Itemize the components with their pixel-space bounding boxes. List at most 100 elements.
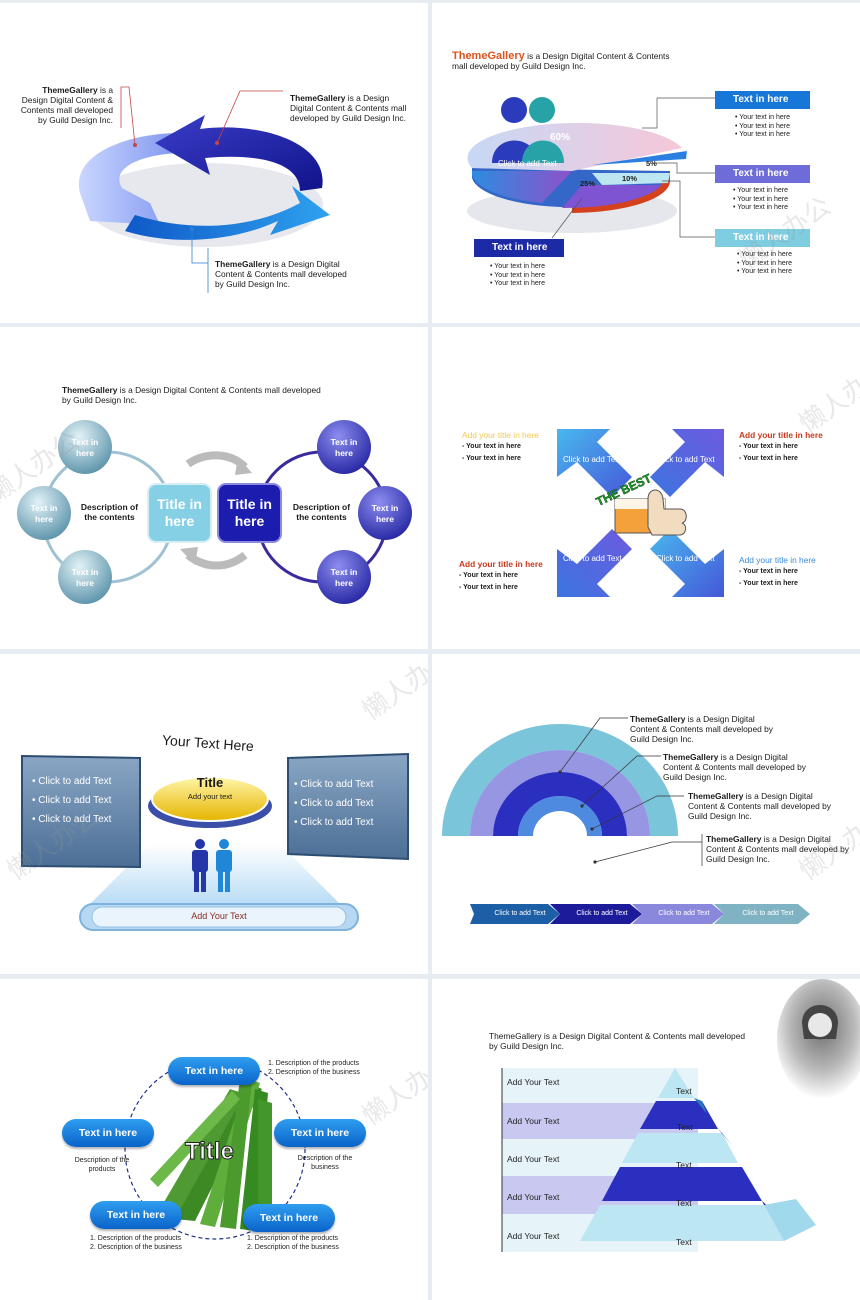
pyramid-label[interactable]: Add Your Text — [507, 1231, 560, 1241]
slide-pie-chart: ThemeGallery is a Design Digital Content… — [432, 3, 860, 323]
pyramid-text[interactable]: Text — [676, 1160, 692, 1170]
list-item: • Your text in here — [735, 131, 790, 139]
callout-text: Content & Contents mall developed by — [630, 724, 773, 734]
pyramid-label[interactable]: Add Your Text — [507, 1192, 560, 1202]
pill-bottom-right[interactable]: Text in here — [243, 1204, 335, 1232]
circle-line: Text in — [30, 503, 58, 513]
circle-line: Text in — [71, 437, 99, 447]
circle-line: Text in — [330, 567, 358, 577]
box-title[interactable]: Text in here — [733, 232, 789, 243]
pie-center-label[interactable]: Click to add Text — [498, 159, 557, 168]
callout-brand: ThemeGallery — [663, 752, 719, 762]
pie-label-60: 60% — [550, 132, 571, 143]
intro-text: by Guild Design Inc. — [489, 1041, 564, 1051]
pill-top[interactable]: Text in here — [168, 1057, 260, 1085]
bottom-text[interactable]: Add Your Text — [191, 911, 247, 921]
pie-chart-graphic — [467, 91, 810, 257]
pyramid-label[interactable]: Add Your Text — [507, 1116, 560, 1126]
list-item: • Your text in here — [490, 263, 545, 270]
stage-subtitle[interactable]: Add your text — [187, 792, 233, 801]
bullet-item[interactable]: • Click to add Text — [294, 798, 374, 809]
desc-line: 1. Description of the products — [90, 1235, 182, 1242]
block-title[interactable]: Add your title in here — [462, 430, 539, 440]
callout-text: is a Design — [345, 93, 390, 103]
desc-line: products — [88, 1166, 116, 1173]
panel-right-bullets: • Click to add Text • Click to add Text • … — [294, 775, 373, 832]
bullet-item[interactable]: • Click to add Text — [32, 776, 112, 787]
pyramid-text[interactable]: Text — [677, 1122, 693, 1132]
arrow-label[interactable]: Click to add Text — [576, 910, 628, 917]
pill-right[interactable]: Text in here — [274, 1119, 366, 1147]
box-title[interactable]: Text in here — [492, 242, 548, 253]
arrow-label[interactable]: Click to add Text — [742, 910, 794, 917]
circle-line: here — [376, 514, 394, 524]
pyramid-label[interactable]: Add Your Text — [507, 1154, 560, 1164]
block-title[interactable]: Add your title in here — [739, 555, 816, 565]
callout-text: Content & Contents mall developed by — [663, 762, 806, 772]
list-item: • Your text in here — [737, 259, 792, 267]
block-title[interactable]: Add your title in here — [459, 559, 543, 569]
slide-best-arrows: THE BEST Click to add Text Click to add … — [432, 327, 860, 649]
pyramid-text[interactable]: Text — [676, 1198, 692, 1208]
box-list-2: • Your text in here• Your text in here• … — [733, 187, 788, 213]
desc-line: Description of the — [74, 1157, 130, 1164]
hub-title[interactable]: Title — [185, 1138, 235, 1165]
desc-line: the contents — [84, 512, 135, 522]
desc-line: 1. Description of the products — [247, 1235, 339, 1242]
pill-left[interactable]: Text in here — [62, 1119, 154, 1147]
arrow-label[interactable]: Click to add Text — [563, 554, 622, 563]
block-title[interactable]: Add your title in here — [739, 430, 823, 440]
pyramid-text[interactable]: Text — [676, 1086, 692, 1096]
box-title[interactable]: Text in here — [733, 94, 789, 105]
intro-text: is a Design Digital Content & Contents m… — [541, 1031, 746, 1041]
pyramid-label[interactable]: Add Your Text — [507, 1077, 560, 1087]
circle-line: Text in — [71, 567, 99, 577]
bullet-item[interactable]: • Click to add Text — [32, 795, 112, 806]
box-list-4: • Your text in here• Your text in here• … — [490, 263, 545, 289]
intro-brand: ThemeGallery — [489, 1031, 542, 1041]
list-item: • Your text in here — [490, 280, 545, 288]
box-title[interactable]: Text in here — [733, 168, 789, 179]
arrow-label[interactable]: Click to add Text — [494, 910, 546, 917]
callout-right: ThemeGallery is a Design Digital Content… — [290, 93, 420, 123]
panel-left-bullets: • Click to add Text • Click to add Text • … — [32, 772, 111, 829]
arrow-label[interactable]: Click to add Text — [563, 455, 622, 464]
callout-text: Guild Design Inc. — [630, 734, 694, 744]
slide-cycle-circles: ThemeGallery is a Design Digital Content… — [0, 327, 428, 649]
bullet-item[interactable]: • Click to add Text — [294, 779, 374, 790]
stage-title[interactable]: Title — [196, 775, 224, 790]
blue-arrow-segment — [125, 186, 330, 240]
title-block-3: Add your title in here- Your text in her… — [459, 559, 569, 593]
arrow-label[interactable]: Click to add Text — [656, 455, 715, 464]
circular-arrows-graphic — [78, 86, 330, 293]
circle-line: here — [76, 578, 94, 588]
circle-line: Text in — [371, 503, 399, 513]
list-item: • Your text in here — [490, 271, 545, 279]
callout-text: Contents mall developed — [20, 105, 113, 115]
circle-line: here — [76, 448, 94, 458]
pill-bottom-left[interactable]: Text in here — [90, 1201, 182, 1229]
intro-brand: ThemeGallery — [62, 385, 118, 395]
bullet-item[interactable]: • Click to add Text — [294, 817, 374, 828]
bullet-item[interactable]: • Click to add Text — [32, 814, 112, 825]
pie-label-5: 5% — [646, 159, 657, 168]
four-arrows-graphic — [557, 429, 724, 597]
slide3-intro: ThemeGallery is a Design Digital Content… — [62, 385, 382, 405]
pyramid-text[interactable]: Text — [676, 1237, 692, 1247]
slide-title-hub: Title Text in here Text in here Text in … — [0, 979, 428, 1300]
arrow-label[interactable]: Click to add Text — [658, 910, 710, 917]
list-item: • Your text in here — [733, 204, 788, 212]
arrow-label[interactable]: Click to add Text — [656, 554, 715, 563]
desc-line: business — [311, 1164, 339, 1171]
desc-line: the contents — [296, 512, 347, 522]
